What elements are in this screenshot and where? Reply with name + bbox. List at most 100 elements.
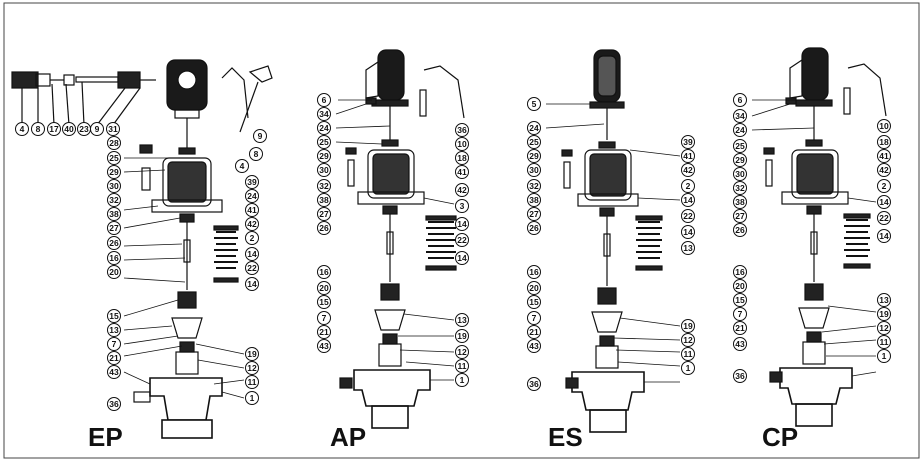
callout-ap: 20 [317, 281, 331, 295]
callout-circle [527, 121, 541, 135]
callout-number: 7 [738, 309, 743, 319]
callout-number: 27 [529, 209, 539, 219]
callout-ap: 42 [455, 183, 469, 197]
callout-number: 21 [109, 353, 119, 363]
callout-circle [877, 349, 891, 363]
callout-number: 24 [247, 191, 257, 201]
variant-ep-drawing [11, 59, 273, 439]
callout-cp: 29 [733, 153, 747, 167]
callout-es: 14 [681, 193, 695, 207]
callout-number: 30 [319, 165, 329, 175]
callout-ep: 28 [107, 136, 121, 150]
callout-number: 39 [683, 137, 693, 147]
callout-number: 16 [319, 267, 329, 277]
callout-es: 13 [681, 241, 695, 255]
callout-number: 32 [529, 181, 539, 191]
callout-number: 11 [880, 337, 889, 347]
callout-cp: 2 [877, 179, 891, 193]
callout-circle [317, 163, 331, 177]
callout-ap: 14 [455, 217, 469, 231]
callout-ep: 8 [31, 122, 45, 136]
callout-ep: 4 [15, 122, 29, 136]
variant-label-ap: AP [330, 422, 366, 452]
callout-number: 43 [529, 341, 539, 351]
callout-es: 1 [681, 361, 695, 375]
callout-circle [455, 373, 469, 387]
callout-ap: 3 [455, 199, 469, 213]
callout-circle [681, 149, 695, 163]
callout-es: 19 [681, 319, 695, 333]
callout-cp: 30 [733, 167, 747, 181]
callout-number: 31 [108, 124, 118, 134]
callout-cp: 25 [733, 139, 747, 153]
callout-number: 6 [738, 95, 743, 105]
variant-cp-drawing [763, 47, 887, 427]
callout-number: 1 [882, 351, 887, 361]
callout-circle [733, 93, 747, 107]
callout-circle [877, 335, 891, 349]
callout-cp: 38 [733, 195, 747, 209]
callout-ap: 14 [455, 251, 469, 265]
callout-ep: 39 [245, 175, 259, 189]
callout-number: 22 [879, 213, 889, 223]
callout-circle [317, 295, 331, 309]
callout-number: 12 [683, 335, 693, 345]
callout-number: 16 [735, 267, 745, 277]
callout-number: 1 [686, 363, 691, 373]
callout-number: 32 [319, 181, 329, 191]
callout-number: 9 [258, 131, 263, 141]
callout-es: 26 [527, 221, 541, 235]
callout-number: 7 [532, 313, 537, 323]
callout-number: 16 [529, 267, 539, 277]
callout-circle [107, 265, 121, 279]
callout-number: 38 [529, 195, 539, 205]
callout-number: 2 [250, 233, 255, 243]
callout-ap: 21 [317, 325, 331, 339]
callout-circle [317, 93, 331, 107]
callout-number: 22 [247, 263, 257, 273]
callout-number: 32 [109, 195, 119, 205]
callout-circle [317, 281, 331, 295]
callout-ap: 16 [317, 265, 331, 279]
callout-number: 34 [319, 109, 329, 119]
callout-circle [90, 122, 104, 136]
callout-number: 30 [109, 181, 119, 191]
callout-es: 16 [527, 265, 541, 279]
callout-circle [235, 159, 249, 173]
callout-number: 14 [457, 253, 467, 263]
callout-number: 38 [319, 195, 329, 205]
callout-circle [455, 345, 469, 359]
callout-cp: 10 [877, 119, 891, 133]
callout-number: 11 [684, 349, 693, 359]
callout-circle [107, 309, 121, 323]
callout-number: 26 [109, 238, 119, 248]
callout-ep: 13 [107, 323, 121, 337]
callout-cp: 21 [733, 321, 747, 335]
callout-number: 10 [879, 121, 889, 131]
callout-circle [245, 247, 259, 261]
callout-circle [455, 313, 469, 327]
callout-cp: 27 [733, 209, 747, 223]
callout-number: 24 [735, 125, 745, 135]
callout-circle [877, 229, 891, 243]
callout-number: 30 [529, 165, 539, 175]
callout-number: 41 [879, 151, 889, 161]
callout-circle [733, 153, 747, 167]
callout-circle [527, 311, 541, 325]
callout-es: 7 [527, 311, 541, 325]
callout-circle [455, 199, 469, 213]
callout-cp: 20 [733, 279, 747, 293]
callout-cp: 14 [877, 195, 891, 209]
callout-ap: 34 [317, 107, 331, 121]
variant-label-cp: CP [762, 422, 798, 452]
callout-ep: 11 [245, 375, 259, 389]
callout-circle [877, 135, 891, 149]
callout-ep: 23 [77, 122, 91, 136]
callout-number: 12 [247, 363, 257, 373]
callout-number: 15 [735, 295, 745, 305]
callout-circle [253, 129, 267, 143]
callout-number: 6 [322, 95, 327, 105]
callout-number: 42 [879, 165, 889, 175]
callout-ap: 43 [317, 339, 331, 353]
callout-number: 36 [529, 379, 539, 389]
